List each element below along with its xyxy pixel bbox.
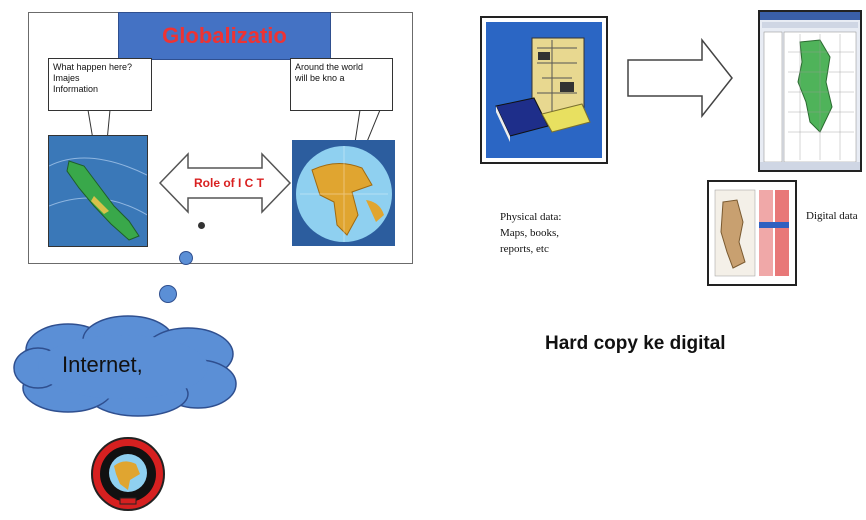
physical-data-image xyxy=(480,16,608,164)
callout-left-line: Information xyxy=(53,84,99,94)
thought-dot xyxy=(159,285,177,303)
digital-map-graphic xyxy=(760,12,860,170)
digital-data-graphic xyxy=(709,182,795,284)
callout-right: Around the world will be kno a xyxy=(290,58,393,111)
globalization-title: Globalizatio xyxy=(118,12,331,60)
world-globe-graphic xyxy=(292,140,395,246)
physical-caption-line: reports, etc xyxy=(500,243,549,255)
physical-caption-line: Physical data: xyxy=(500,211,562,223)
conversion-arrow xyxy=(627,38,733,118)
callout-left: What happen here? Imajes Information xyxy=(48,58,152,111)
physical-data-caption: Physical data: Maps, books, reports, etc xyxy=(500,209,561,257)
callout-right-line: will be kno a xyxy=(295,73,345,83)
internet-globe-icon xyxy=(91,437,165,511)
sumatra-map-graphic xyxy=(49,136,147,246)
thought-dot xyxy=(179,251,193,265)
digital-map-screenshot xyxy=(758,10,862,172)
physical-data-graphic xyxy=(486,22,602,158)
digital-data-caption: Digital data xyxy=(806,210,858,222)
internet-cloud xyxy=(13,315,237,417)
callout-right-line: Around the world xyxy=(295,62,364,72)
role-of-ict-arrow xyxy=(158,152,292,214)
world-globe-image xyxy=(292,140,395,246)
sumatra-map-image xyxy=(48,135,148,247)
thought-dot xyxy=(198,222,205,229)
role-of-ict-label: Role of I C T xyxy=(194,176,264,190)
callout-left-line: What happen here? xyxy=(53,62,133,72)
physical-caption-line: Maps, books, xyxy=(500,227,559,239)
hardcopy-digital-heading: Hard copy ke digital xyxy=(545,333,726,354)
digital-data-image xyxy=(707,180,797,286)
internet-label: Internet, xyxy=(62,352,143,377)
globalization-title-text: Globalizatio xyxy=(162,23,287,48)
callout-left-line: Imajes xyxy=(53,73,80,83)
